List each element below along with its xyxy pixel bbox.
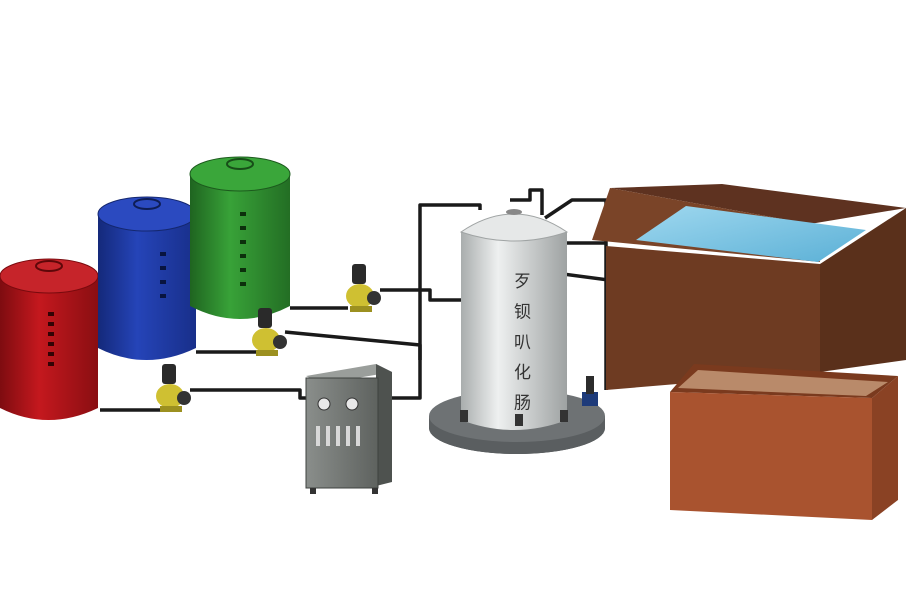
tank-lid (226, 158, 254, 170)
pipe-pump2-to-reactor (284, 330, 422, 360)
tank-label-marks (240, 212, 246, 286)
dosing-pump-icon (156, 364, 191, 412)
water-surface (636, 206, 866, 262)
pipe-top-left (418, 203, 482, 360)
pipe-pump1-to-reactor (380, 288, 462, 302)
chemical-tank-blue (97, 196, 197, 360)
chemical-tank-red (0, 258, 99, 420)
tank-lid (35, 260, 63, 272)
valve-icon (582, 376, 598, 406)
dosing-pump-icon (346, 264, 381, 312)
dosing-pump-icon (252, 308, 287, 356)
tank-label-marks (160, 252, 166, 298)
pipe-pump3-to-reactor (190, 360, 422, 400)
tank-label-marks (48, 312, 54, 366)
settling-tank (670, 364, 898, 520)
tank-lid (133, 198, 161, 210)
control-cabinet-icon (305, 364, 392, 494)
reactor-label: 歹 钡 叭 化 肠 (510, 272, 531, 415)
reactor-vessel-icon: 歹 钡 叭 化 肠 (429, 209, 605, 454)
treatment-basin (592, 184, 906, 390)
chemical-tank-green (189, 156, 291, 319)
pipe-top-center (510, 188, 544, 215)
